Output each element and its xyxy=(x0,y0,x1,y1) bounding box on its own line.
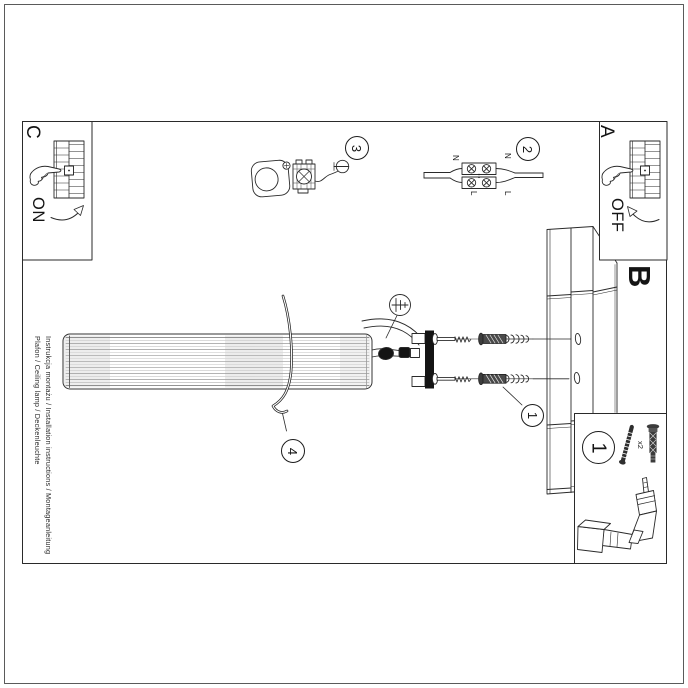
panel-a xyxy=(599,121,668,261)
mounting-screw xyxy=(431,372,472,385)
panel-a-label: A xyxy=(596,125,617,138)
earth-symbol-icon xyxy=(385,294,411,339)
power-cable xyxy=(271,294,293,432)
bracket-plate xyxy=(425,330,434,389)
screws-and-plugs xyxy=(431,332,572,406)
step-circle-1: 1 xyxy=(521,404,544,427)
step4-leader-line xyxy=(282,413,287,432)
mounting-screw xyxy=(431,333,472,345)
wall-plug xyxy=(478,372,570,386)
parts-box-number: 1 xyxy=(587,441,610,454)
lamp-tube xyxy=(62,333,373,390)
wire-label-l-right: L xyxy=(503,191,512,196)
wire-label-l-left: L xyxy=(469,191,478,196)
screwdriver-bit-icon xyxy=(333,159,350,174)
panel-c xyxy=(22,121,93,261)
wire-label-n-left: N xyxy=(451,155,460,161)
wall-plug xyxy=(478,332,572,346)
mounting-holes xyxy=(573,332,582,385)
terminal-screws xyxy=(466,164,492,188)
canopy-assembly xyxy=(250,159,350,198)
switch-wall-off xyxy=(629,140,661,199)
wall-plug-item xyxy=(646,424,660,463)
step-number: 2 xyxy=(520,145,536,153)
mounting-bracket-assembly xyxy=(361,294,434,389)
image-outer-border xyxy=(4,4,684,684)
panel-c-label: C xyxy=(22,125,43,139)
panel-b-label: B xyxy=(622,265,657,288)
step-number: 3 xyxy=(349,144,365,152)
footer-line-1: Instrukcja montażu / Installation instru… xyxy=(44,336,53,555)
step-number: 1 xyxy=(524,411,540,420)
curved-arrow-icon xyxy=(50,205,84,221)
qty-label: x2 xyxy=(636,441,645,449)
drill-icon xyxy=(577,477,657,553)
terminal-block-wiring xyxy=(423,162,544,189)
wire-label-n-right: N xyxy=(503,153,512,159)
drawing-frame xyxy=(22,121,667,564)
off-label: OFF xyxy=(608,198,626,233)
step1-leader-line xyxy=(502,386,523,406)
screw-item xyxy=(618,424,634,465)
parts-box-circle-1: 1 xyxy=(582,431,615,464)
curved-arrow-icon xyxy=(627,206,660,223)
footer-line-2: Plafon / Ceiling lamp / Deckenleuchte xyxy=(33,336,42,465)
on-label: ON xyxy=(29,197,47,223)
step-circle-2: 2 xyxy=(516,137,540,161)
step-number: 4 xyxy=(285,447,301,455)
step-circle-3: 3 xyxy=(345,136,369,160)
step-circle-4: 4 xyxy=(281,439,305,463)
